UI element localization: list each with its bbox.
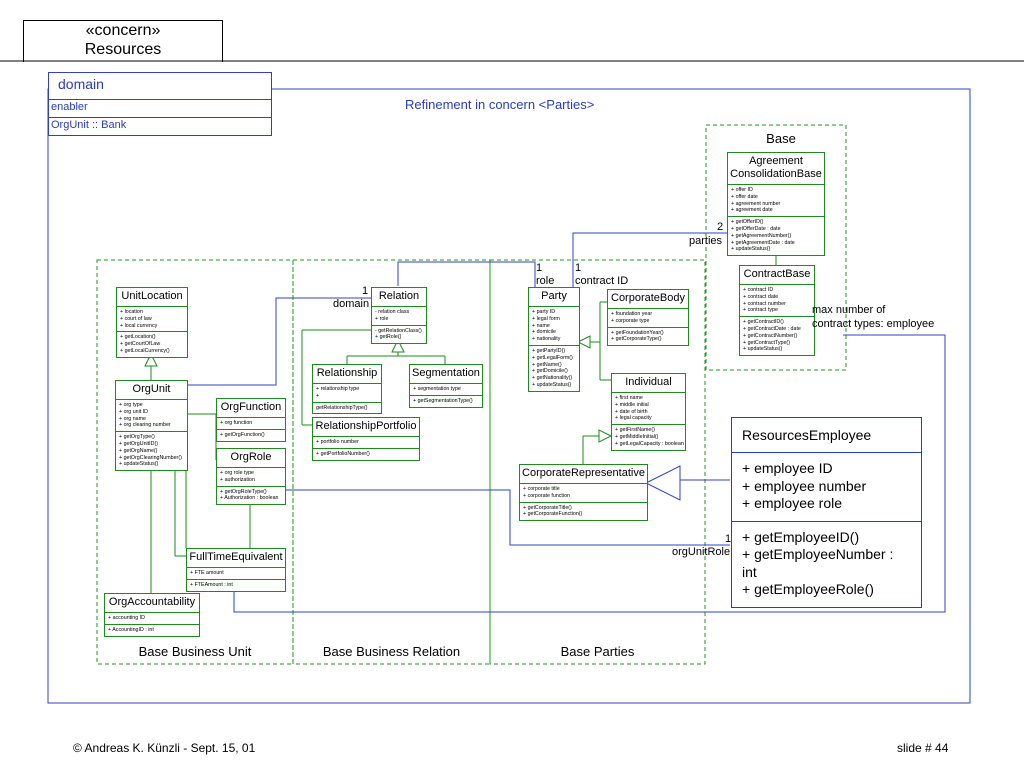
concern-title: Resources bbox=[84, 41, 162, 58]
assoc-role-role: role bbox=[536, 275, 555, 287]
class-relationship-portfolio: RelationshipPortfolio + portfolio number… bbox=[312, 417, 420, 461]
pkg-frame-unit bbox=[96, 259, 294, 665]
class-ops: + AccountingID : int bbox=[108, 626, 154, 633]
class-corporate-body: CorporateBody + foundation year+ corpora… bbox=[607, 289, 689, 347]
class-org-function: OrgFunction + org function + getOrgFunct… bbox=[216, 398, 286, 442]
class-attrs: + offer ID+ offer date+ agreement number… bbox=[728, 185, 824, 218]
class-attrs: + accounting ID bbox=[105, 613, 199, 625]
class-ops: + getLocation()+ getCourtOfLaw+ getLocal… bbox=[120, 334, 170, 354]
class-org-unit: OrgUnit + org type+ org unit ID+ org nam… bbox=[115, 380, 188, 472]
class-ops: + getOfferID()+ getOfferDate : date+ get… bbox=[731, 219, 795, 253]
class-resources-employee: ResourcesEmployee + employee ID+ employe… bbox=[731, 417, 922, 608]
class-unit-location: UnitLocation + location+ court of law+ l… bbox=[116, 287, 188, 358]
class-attrs: + corporate title+ corporate function bbox=[520, 484, 647, 503]
pkg-frame-parties bbox=[489, 259, 706, 665]
domain-box: domain enabler OrgUnit :: Bank bbox=[48, 72, 272, 136]
class-individual: Individual + first name+ middle initial+… bbox=[611, 373, 686, 451]
class-ops: + getOrgType()+ getOrgUnitID()+ getOrgNa… bbox=[119, 434, 182, 468]
class-attrs: + first name+ middle initial+ date of bi… bbox=[612, 393, 685, 426]
pkg-label-business-unit: Base Business Unit bbox=[138, 644, 252, 659]
class-ops: + getPartyID()+ getLegalForm()+ getName(… bbox=[532, 347, 573, 388]
class-attrs: + relationship type+ bbox=[313, 384, 381, 403]
class-name: OrgAccountability bbox=[105, 594, 199, 613]
class-name: UnitLocation bbox=[117, 288, 187, 307]
assoc-role-mult: 1 bbox=[536, 262, 543, 274]
class-name: FullTimeEquivalent bbox=[187, 549, 285, 568]
class-ops: - getRelationClass()+ getRole() bbox=[375, 327, 422, 341]
class-name: Relationship bbox=[313, 365, 381, 384]
class-full-time-equivalent: FullTimeEquivalent + FTE amount + FTEAmo… bbox=[186, 548, 286, 592]
class-ops: + getEmployeeID()+ getEmployeeNumber : i… bbox=[742, 528, 894, 598]
pkg-label-business-relation: Base Business Relation bbox=[322, 644, 461, 659]
assoc-parties-role: parties bbox=[689, 235, 723, 247]
class-attrs: + party ID+ legal form+ name+ domicile+ … bbox=[529, 307, 579, 346]
pkg-label-parties: Base Parties bbox=[560, 644, 635, 659]
class-ops: + getCorporateTitle()+ getCorporateFunct… bbox=[523, 504, 583, 518]
assoc-max-contract-line1: max number of bbox=[812, 304, 886, 316]
class-party: Party + party ID+ legal form+ name+ domi… bbox=[528, 287, 580, 392]
class-name: Party bbox=[529, 288, 579, 307]
class-name: ResourcesEmployee bbox=[732, 418, 921, 453]
class-ops: + FTEAmount : int bbox=[190, 581, 233, 588]
footer-slide-number: slide # 44 bbox=[897, 741, 949, 755]
class-name: CorporateRepresentative bbox=[520, 465, 647, 484]
class-ops: getRelationshipType() bbox=[316, 404, 368, 411]
class-relationship: Relationship + relationship type+ getRel… bbox=[312, 364, 382, 415]
assoc-orgunitrole-role: orgUnitRole bbox=[672, 546, 731, 558]
class-name: ContractBase bbox=[740, 266, 814, 285]
class-attrs: + location+ court of law+ local currency bbox=[117, 307, 187, 333]
assoc-max-contract-line2: contract types: employee bbox=[812, 318, 935, 330]
class-attrs: + FTE amount bbox=[187, 568, 285, 580]
class-org-role: OrgRole + org role type+ authorization +… bbox=[216, 448, 286, 506]
class-attrs: + portfolio number bbox=[313, 437, 419, 449]
class-attrs: + employee ID+ employee number+ employee… bbox=[732, 453, 921, 522]
class-attrs: + foundation year+ corporate type bbox=[608, 309, 688, 328]
class-name: Segmentation bbox=[410, 365, 482, 384]
assoc-contract-role: contract ID bbox=[575, 275, 629, 287]
class-name: RelationshipPortfolio bbox=[313, 418, 419, 437]
class-corporate-representative: CorporateRepresentative + corporate titl… bbox=[519, 464, 648, 522]
class-ops: + getContractID()+ getContractDate : dat… bbox=[743, 319, 801, 353]
class-ops: + getSegmentationType() bbox=[413, 397, 473, 404]
class-ops: + getPortfolioNumber() bbox=[316, 450, 370, 457]
class-name: CorporateBody bbox=[608, 290, 688, 309]
assoc-parties-mult: 2 bbox=[717, 221, 724, 233]
concern-header: «concern» Resources bbox=[23, 20, 223, 62]
class-attrs: + contract ID+ contract date+ contract n… bbox=[740, 285, 814, 318]
domain-title: domain bbox=[49, 73, 271, 100]
assoc-contract-mult: 1 bbox=[575, 262, 582, 274]
class-attrs: - relation class+ role bbox=[372, 307, 426, 326]
pkg-frame-consolidation bbox=[705, 124, 847, 371]
class-name: Individual bbox=[612, 374, 685, 393]
concern-stereotype: «concern» bbox=[85, 22, 161, 39]
class-contract-base: ContractBase + contract ID+ contract dat… bbox=[739, 265, 815, 357]
class-attrs: + org function bbox=[217, 418, 285, 430]
class-attrs: + org type+ org unit ID+ org name+ org c… bbox=[116, 400, 187, 433]
class-name: OrgRole bbox=[217, 449, 285, 468]
class-org-accountability: OrgAccountability + accounting ID + Acco… bbox=[104, 593, 200, 637]
class-relation: Relation - relation class+ role - getRel… bbox=[371, 287, 427, 345]
class-name: OrgFunction bbox=[217, 399, 285, 418]
refinement-title: Refinement in concern <Parties> bbox=[405, 97, 595, 112]
class-attrs: + org role type+ authorization bbox=[217, 468, 285, 487]
class-attrs: + segmentation type bbox=[410, 384, 482, 396]
class-ops: + getOrgFunction() bbox=[220, 431, 265, 438]
assoc-domain-role: domain bbox=[333, 298, 370, 310]
footer-copyright: © Andreas K. Künzli - Sept. 15, 01 bbox=[73, 741, 256, 755]
assoc-orgunitrole-mult: 1 bbox=[725, 533, 732, 545]
class-segmentation: Segmentation + segmentation type + getSe… bbox=[409, 364, 483, 408]
class-ops: + getFirstName()+ getMiddleInitial()+ ge… bbox=[615, 427, 684, 447]
domain-orgunit-bank: OrgUnit :: Bank bbox=[51, 119, 127, 131]
class-name: Relation bbox=[372, 288, 426, 307]
assoc-domain-mult: 1 bbox=[362, 285, 369, 297]
class-ops: + getOrgRoleType()+ Authorization : bool… bbox=[220, 488, 279, 502]
class-ops: + getFoundationYear()+ getCorporateType(… bbox=[611, 329, 664, 343]
domain-enabler: enabler bbox=[49, 100, 271, 118]
refinement-frame bbox=[47, 88, 971, 704]
pkg-label-consolidation: Base Consolidation bbox=[766, 131, 796, 145]
class-name: OrgUnit bbox=[116, 381, 187, 400]
